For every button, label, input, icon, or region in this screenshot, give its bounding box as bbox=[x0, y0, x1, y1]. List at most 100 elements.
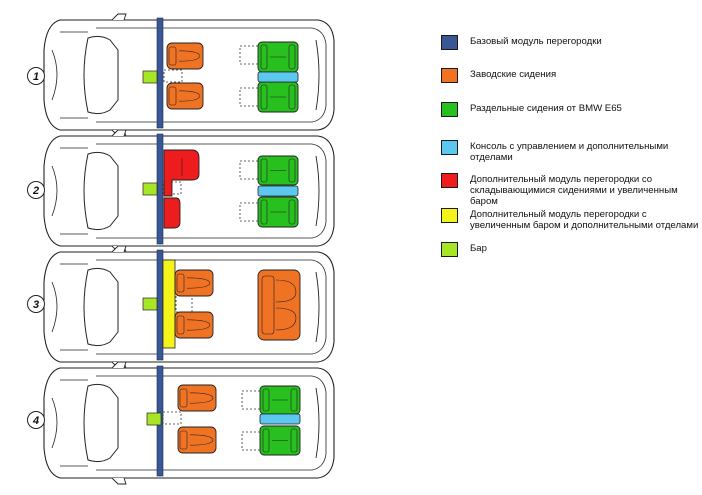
bar-block bbox=[142, 182, 158, 196]
layout-3: 3 bbox=[27, 245, 335, 369]
legend-swatch bbox=[441, 102, 458, 117]
bar-extension bbox=[163, 69, 183, 83]
bar-block bbox=[142, 297, 158, 311]
factory-seat-left-cushion bbox=[178, 50, 201, 62]
factory-seat-right-backrest bbox=[168, 86, 177, 106]
layout-number: 4 bbox=[32, 415, 39, 427]
layout-number: 1 bbox=[33, 71, 39, 83]
bmw-seat-left-headrest bbox=[290, 388, 298, 412]
footrest-right bbox=[241, 431, 261, 451]
base-partition bbox=[156, 17, 164, 129]
factory-rear-bench bbox=[257, 269, 301, 341]
rear-window bbox=[315, 155, 320, 227]
footrest-right bbox=[239, 87, 259, 107]
console bbox=[259, 413, 301, 425]
bmw-seat-right-headrest bbox=[288, 199, 296, 225]
bmw-seat-right-backrest bbox=[262, 428, 270, 453]
factory-seat-left-backrest bbox=[179, 388, 188, 408]
mirror-left bbox=[111, 13, 127, 21]
legend-swatch bbox=[441, 208, 458, 223]
hood-crease bbox=[60, 379, 88, 467]
windshield bbox=[83, 383, 119, 463]
mirror-left bbox=[111, 129, 127, 137]
legend-label: Раздельные сидения от BMW E65 bbox=[470, 103, 622, 114]
base-partition bbox=[156, 133, 164, 245]
folding-seat-lower bbox=[163, 197, 181, 229]
bmw-seat-left-backrest bbox=[260, 158, 268, 183]
legend-swatch bbox=[441, 35, 458, 50]
legend-label: Консоль с управлением и дополнительными … bbox=[470, 141, 669, 163]
factory-seat-right-backrest bbox=[176, 315, 185, 335]
legend-label: Базовый модуль перегородки bbox=[470, 36, 602, 47]
legend-swatch bbox=[441, 68, 458, 83]
factory-seat-right-backrest bbox=[179, 430, 188, 450]
mirror-right bbox=[111, 477, 127, 485]
hood-crease bbox=[60, 263, 88, 351]
layout-number-circle bbox=[27, 411, 45, 429]
factory-seat-left bbox=[177, 384, 217, 412]
bench-backrest bbox=[261, 275, 275, 335]
layout-number: 2 bbox=[32, 185, 39, 197]
bench-cushions bbox=[275, 279, 297, 331]
bmw-seat-left-backrest bbox=[260, 44, 268, 70]
legend-label: Дополнительный модуль перегородки с увел… bbox=[470, 209, 699, 231]
footrest-right bbox=[239, 202, 259, 222]
base-partition bbox=[156, 249, 164, 361]
windshield bbox=[83, 35, 119, 115]
bmw-seat-right-headrest bbox=[290, 428, 298, 453]
legend-label: Бар bbox=[470, 243, 487, 254]
console bbox=[257, 71, 299, 83]
layout-4: 4 bbox=[27, 361, 335, 485]
bar-partition-module bbox=[162, 259, 176, 349]
legend-swatch bbox=[441, 173, 458, 188]
rear-window bbox=[315, 39, 320, 111]
layout-number-circle bbox=[27, 295, 45, 313]
layout-number-circle bbox=[27, 67, 45, 85]
factory-seat-right bbox=[177, 426, 217, 454]
factory-seat-left bbox=[174, 269, 214, 297]
rear-window bbox=[315, 271, 320, 343]
bmw-seat-right-backrest bbox=[260, 84, 268, 110]
bmw-seat-left-headrest bbox=[288, 158, 296, 183]
console bbox=[257, 185, 299, 197]
layout-1: 1 bbox=[27, 13, 335, 137]
factory-seat-left-cushion bbox=[186, 277, 211, 289]
folding-seat-upper bbox=[163, 149, 200, 197]
roof-line bbox=[96, 143, 327, 239]
factory-seat-right-cushion bbox=[189, 434, 214, 446]
bar-block bbox=[142, 70, 158, 84]
bmw-seat-right-backrest bbox=[260, 199, 268, 225]
windshield bbox=[83, 151, 119, 231]
factory-seat-left-backrest bbox=[176, 273, 185, 293]
layout-2: 2 bbox=[27, 129, 335, 253]
factory-seat-right-cushion bbox=[186, 319, 211, 331]
roof-line bbox=[96, 375, 327, 471]
legend-swatch bbox=[441, 140, 458, 155]
hood-crease bbox=[60, 147, 88, 235]
factory-seat-right-cushion bbox=[178, 90, 201, 102]
mirror-left bbox=[111, 361, 127, 369]
hood-line bbox=[51, 49, 58, 101]
legend-label: Заводские сидения bbox=[470, 69, 557, 80]
roof-line bbox=[96, 259, 327, 355]
mirror-left bbox=[111, 245, 127, 253]
legend-label: Дополнительный модуль перегородки со скл… bbox=[470, 174, 678, 207]
factory-seat-left-backrest bbox=[168, 46, 177, 66]
footrest-left bbox=[241, 390, 261, 410]
layout-number-circle bbox=[27, 181, 45, 199]
hood-crease bbox=[60, 31, 88, 119]
rear-window bbox=[315, 387, 320, 459]
factory-seat-right bbox=[174, 311, 214, 339]
windshield bbox=[83, 267, 119, 347]
hood-line bbox=[51, 165, 58, 217]
bmw-seat-left-headrest bbox=[288, 44, 296, 70]
bar-block bbox=[146, 412, 162, 426]
factory-seat-left-cushion bbox=[189, 392, 214, 404]
layout-number: 3 bbox=[33, 299, 39, 311]
footrest-left bbox=[239, 160, 259, 180]
legend-swatch bbox=[441, 242, 458, 257]
bar-extension bbox=[162, 411, 182, 425]
roof-line bbox=[96, 27, 327, 123]
bmw-seat-right-headrest bbox=[288, 84, 296, 110]
